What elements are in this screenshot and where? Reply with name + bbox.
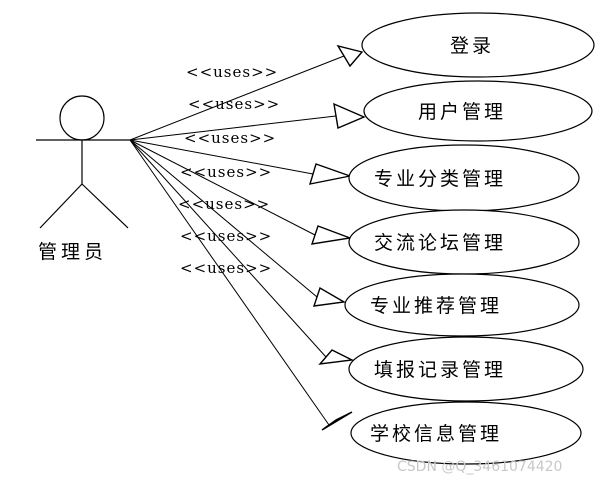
actor-head [59,95,105,141]
watermark: CSDN @Q_3461074420 [397,459,562,475]
actor-label: 管理员 [38,241,107,263]
arrowhead-triangle [333,102,366,129]
use-case-ellipse [350,401,582,465]
stereotype-label: <<uses>> [180,163,272,181]
use-case-ellipse [344,273,580,337]
stereotype-label: <<uses>> [184,129,276,147]
arrowhead-triangle [312,286,347,307]
arrowhead-triangle [321,411,353,431]
association-line [129,139,330,426]
actor-left-leg [39,183,83,229]
stereotype-label: <<uses>> [188,95,280,113]
use-case-label: 专业分类管理 [374,168,506,190]
association-line [129,139,327,358]
use-case-ellipse [348,336,584,402]
association-line [129,139,314,175]
stereotype-layer: <<uses>> <<uses>> <<uses>> <<uses>> <<uses>>… [178,63,280,277]
association-line [129,139,318,298]
stereotype-label: <<uses>> [180,227,272,245]
use-case-label: 交流论坛管理 [374,232,506,254]
association-line [129,115,337,141]
actor-right-leg [81,183,129,229]
arrowhead-triangle [336,44,364,68]
association-line [129,139,316,236]
stereotype-label: <<uses>> [178,195,270,213]
stereotype-label: <<uses>> [180,259,272,277]
arrowhead-triangle [308,163,353,185]
association-line [129,55,345,141]
use-case-label: 学校信息管理 [370,423,502,445]
use-case-label: 填报记录管理 [374,359,506,381]
association-layer [129,44,366,431]
use-case-ellipse [363,80,593,142]
stereotype-label: <<uses>> [186,63,278,81]
arrowhead-triangle [318,349,355,365]
use-case-label: 用户管理 [418,101,506,123]
use-case-label: 专业推荐管理 [370,295,502,317]
use-case-label: 登录 [450,35,494,57]
actor [36,95,130,229]
arrowhead-triangle [310,225,353,245]
use-case-ellipse [361,12,595,78]
